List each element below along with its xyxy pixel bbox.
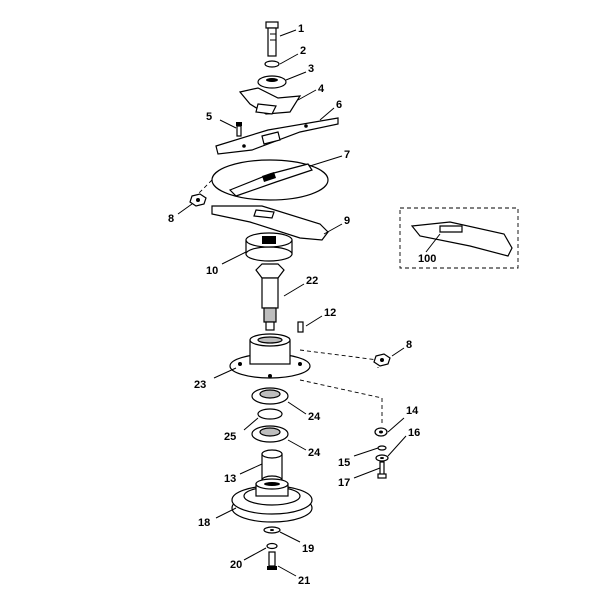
part-16-flat-washer: [375, 454, 389, 462]
part-8-nut-upper: [189, 193, 207, 207]
part-23-spindle-housing: [229, 333, 311, 379]
callout-100: 100: [418, 253, 436, 265]
part-24-bearing-lower: [251, 425, 289, 443]
callout-24-upper: 24: [308, 411, 321, 423]
callout-21: 21: [298, 575, 310, 587]
callout-8-upper: 8: [168, 213, 174, 225]
callout-10: 10: [206, 265, 218, 277]
part-22-spindle-shaft: [255, 263, 285, 331]
part-6-upper-blade: [215, 117, 339, 155]
callout-14: 14: [406, 405, 419, 417]
part-15-lock-washer: [377, 445, 387, 451]
callout-2: 2: [300, 45, 306, 57]
callout-15: 15: [338, 457, 350, 469]
part-7-disc: [197, 159, 329, 201]
callout-labels: 1 2 3 4 5 6 7 8 9 10 22 12 8 23 24 25 24…: [168, 23, 436, 587]
part-18-pulley: [231, 478, 313, 523]
callout-5: 5: [206, 111, 212, 123]
part-25-snap-ring: [257, 408, 283, 420]
part-8-nut-right: [373, 353, 391, 367]
callout-13: 13: [224, 473, 236, 485]
callout-17: 17: [338, 477, 350, 489]
part-14-lock-nut: [374, 427, 388, 437]
part-4-retainer: [238, 87, 302, 115]
callout-7: 7: [344, 149, 350, 161]
part-20-lock-washer: [266, 542, 278, 550]
callout-8-right: 8: [406, 339, 412, 351]
callout-4: 4: [318, 83, 325, 95]
callout-1: 1: [298, 23, 304, 35]
leader-lines: [177, 29, 441, 577]
callout-3: 3: [308, 63, 314, 75]
part-2-lock-washer: [264, 60, 280, 68]
callout-18: 18: [198, 517, 210, 529]
part-19-washer: [263, 526, 281, 534]
part-9-main-blade: [211, 205, 329, 241]
part-3-spacer: [257, 75, 287, 89]
callout-19: 19: [302, 543, 314, 555]
part-100-blade-assembly-inset: [399, 207, 519, 269]
part-17-bolt: [377, 461, 387, 479]
callout-24-lower: 24: [308, 447, 321, 459]
callout-12: 12: [324, 307, 336, 319]
callout-16: 16: [408, 427, 420, 439]
part-1-bolt: [265, 21, 279, 57]
part-24-bearing-upper: [251, 387, 289, 405]
part-12-key: [297, 321, 304, 333]
part-21-bolt: [267, 551, 277, 570]
part-5-small-bolt: [236, 122, 242, 137]
callout-23: 23: [194, 379, 206, 391]
part-10-bushing: [245, 232, 293, 262]
callout-22: 22: [306, 275, 318, 287]
callout-20: 20: [230, 559, 242, 571]
callout-9: 9: [344, 215, 350, 227]
callout-6: 6: [336, 99, 342, 111]
callout-25: 25: [224, 431, 236, 443]
